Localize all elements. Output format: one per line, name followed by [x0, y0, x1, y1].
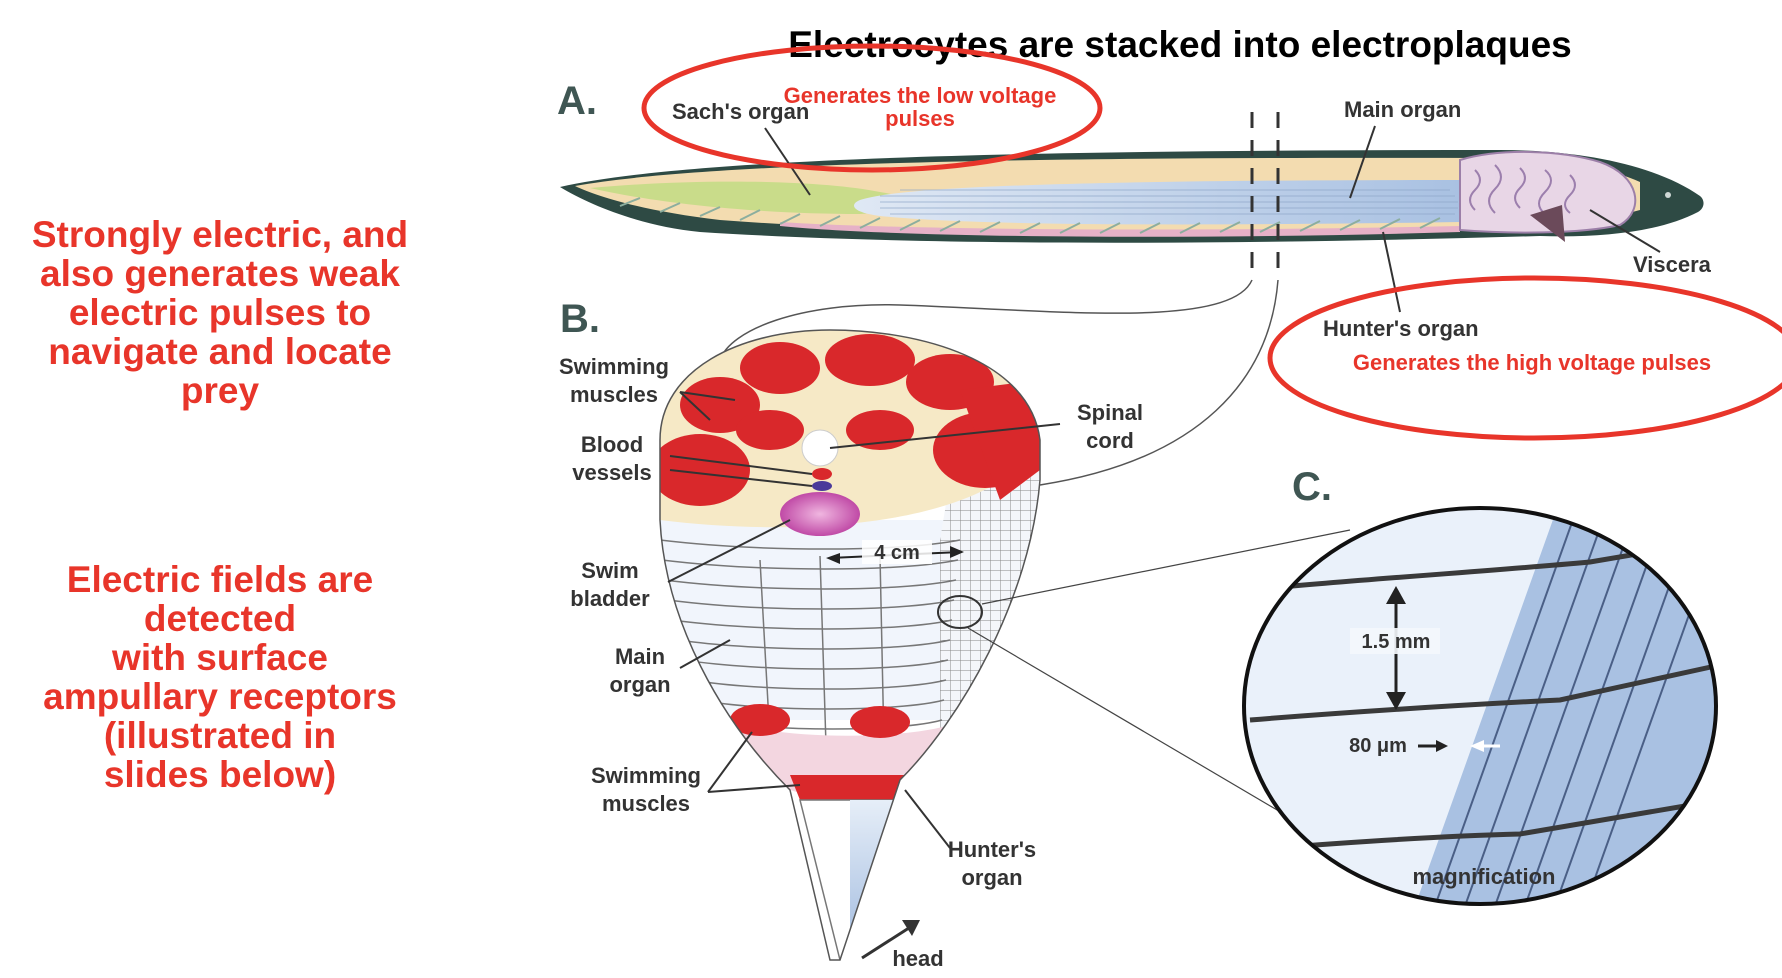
eel-head: [1640, 180, 1702, 214]
eel-eye: [1665, 192, 1671, 198]
label-main-organ-2: organ: [609, 672, 670, 697]
callout-low-voltage-line1: Generates the low voltage: [784, 83, 1057, 108]
blood-vessel-artery: [812, 468, 832, 480]
leader-main-organ: [1349, 125, 1376, 199]
swim-bladder-shape: [780, 492, 860, 536]
label-hunters-organ: Hunter's organ: [1323, 316, 1479, 341]
panel-a-letter: A.: [557, 79, 597, 123]
panel-c: C.: [967, 465, 1718, 906]
zoom-region: [937, 595, 983, 629]
viscera-region: [1459, 151, 1637, 234]
callout-ellipse-high-voltage: [1267, 275, 1782, 441]
label-magnification: magnification: [1412, 864, 1555, 889]
leader-sachs-organ: [764, 127, 811, 196]
leader-viscera: [1589, 209, 1661, 253]
label-blood-vessels-1: Blood: [581, 432, 643, 457]
leader-hunters-organ: [1382, 231, 1401, 313]
label-sachs-organ: Sach's organ: [672, 99, 809, 124]
side-note-electric-fields: Electric fields are detected with surfac…: [0, 560, 440, 794]
sachs-organ-region: [590, 181, 911, 214]
label-thickness: 80 μm: [1349, 735, 1407, 757]
zoom-connector-top: [981, 529, 1351, 605]
hunters-organ-region: [780, 222, 1460, 237]
callout-ellipse-low-voltage: [641, 43, 1103, 173]
pectoral-fin: [1530, 205, 1565, 242]
note-line: slides below): [103, 754, 337, 795]
label-swimming-muscles-bottom-1: Swimming: [591, 763, 701, 788]
note-line: with surface: [112, 637, 328, 678]
note-line: prey: [180, 370, 260, 411]
callout-low-voltage-line2: pulses: [885, 106, 955, 131]
magnification-circle: [1242, 506, 1718, 906]
label-swimming-muscles-top-1: Swimming: [559, 354, 669, 379]
note-line: Strongly electric, and: [31, 214, 409, 255]
panel-a: A.: [557, 43, 1782, 441]
connector-section-right: [1039, 279, 1279, 486]
label-swimming-muscles-bottom-2: muscles: [602, 791, 690, 816]
label-spinal-cord-2: cord: [1086, 428, 1134, 453]
note-line: navigate and locate: [48, 331, 392, 372]
cross-section-outline: [659, 329, 1041, 961]
head-arrow: [861, 924, 913, 960]
label-main-organ: Main organ: [1344, 97, 1461, 122]
panel-b-letter: B.: [560, 297, 600, 341]
note-line: ampullary receptors: [43, 676, 397, 717]
label-spacing: 1.5 mm: [1362, 631, 1431, 653]
figure-title: Electrocytes are stacked into electropla…: [788, 24, 1572, 65]
label-swim-bladder-2: bladder: [570, 586, 650, 611]
note-line: electric pulses to: [68, 292, 372, 333]
note-line: Electric fields are: [66, 559, 374, 600]
panel-c-letter: C.: [1292, 465, 1332, 509]
panel-b: B.: [559, 279, 1279, 971]
note-line: also generates weak: [40, 253, 400, 294]
side-note-strongly-electric: Strongly electric, and also generates we…: [0, 215, 440, 410]
label-hunters-organ-2: organ: [961, 865, 1022, 890]
label-hunters-organ-1: Hunter's: [948, 837, 1036, 862]
note-line: detected: [143, 598, 297, 639]
label-scale-4cm: 4 cm: [874, 542, 920, 564]
connector-section-left: [719, 279, 1253, 361]
label-main-organ-1: Main: [615, 644, 665, 669]
note-line: (illustrated in: [103, 715, 337, 756]
label-spinal-cord-1: Spinal: [1077, 400, 1143, 425]
blood-vessel-vein: [812, 481, 832, 491]
label-blood-vessels-2: vessels: [572, 460, 652, 485]
label-swimming-muscles-top-2: muscles: [570, 382, 658, 407]
label-head: head: [892, 946, 943, 971]
label-viscera: Viscera: [1633, 252, 1712, 277]
callout-high-voltage: Generates the high voltage pulses: [1353, 350, 1711, 375]
label-swim-bladder-1: Swim: [581, 558, 638, 583]
